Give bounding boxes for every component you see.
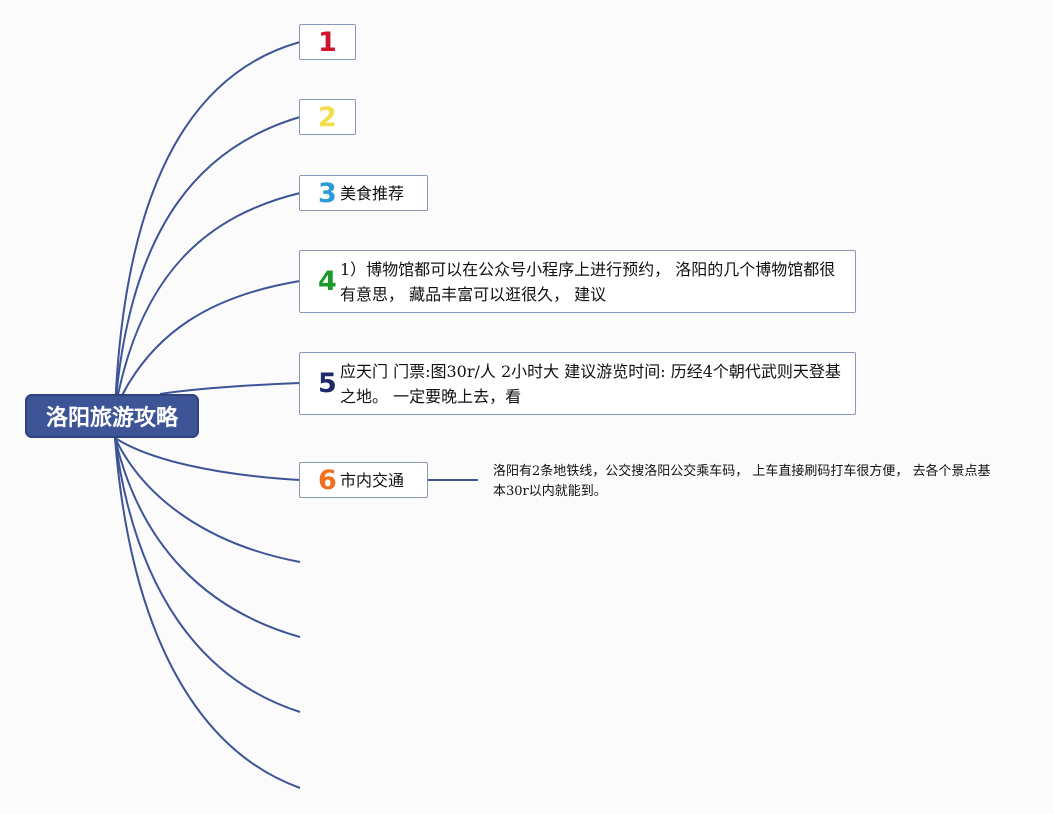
- edge-empty-3: [114, 437, 301, 713]
- edge-empty-4: [114, 437, 301, 789]
- branch-3-text: 美食推荐: [340, 183, 405, 203]
- number-icon-1: 1: [318, 26, 337, 58]
- edge-branch-6: [114, 437, 301, 481]
- edge-branch-1: [114, 41, 301, 411]
- branch-6[interactable]: 6 市内交通: [299, 462, 428, 498]
- branch-4-text: 1）博物馆都可以在公众号小程序上进行预约， 洛阳的几个博物馆都很有意思， 藏品丰…: [340, 259, 836, 304]
- edge-empty-1: [114, 437, 301, 563]
- branch-4[interactable]: 4 1）博物馆都可以在公众号小程序上进行预约， 洛阳的几个博物馆都很有意思， 藏…: [299, 250, 856, 313]
- transport-note[interactable]: 洛阳有2条地铁线，公交搜洛阳公交乘车码， 上车直接刷码打车很方便， 去各个景点基…: [493, 464, 991, 499]
- edge-empty-2: [114, 437, 301, 638]
- branch-1[interactable]: 1: [299, 24, 356, 60]
- branch-5-text: 应天门 门票:图30r/人 2小时大 建议游览时间: 历经4个朝代武则天登基之地…: [340, 361, 841, 406]
- branch-5[interactable]: 5 应天门 门票:图30r/人 2小时大 建议游览时间: 历经4个朝代武则天登基…: [299, 352, 856, 415]
- root-topic[interactable]: 洛阳旅游攻略: [25, 394, 199, 438]
- edge-branch-5: [159, 382, 301, 395]
- branch-2[interactable]: 2: [299, 99, 356, 135]
- edge-branch-3: [114, 192, 301, 411]
- number-icon-2: 2: [318, 101, 337, 133]
- root-title: 洛阳旅游攻略: [45, 406, 178, 431]
- branch-3[interactable]: 3 美食推荐: [299, 175, 428, 211]
- number-icon-5: 5: [318, 368, 337, 399]
- number-icon-3: 3: [318, 177, 337, 209]
- branch-6-text: 市内交通: [340, 470, 405, 490]
- edge-branch-4: [114, 280, 301, 411]
- edge-branch-2: [114, 116, 301, 411]
- number-icon-6: 6: [318, 464, 337, 496]
- number-icon-4: 4: [318, 266, 337, 297]
